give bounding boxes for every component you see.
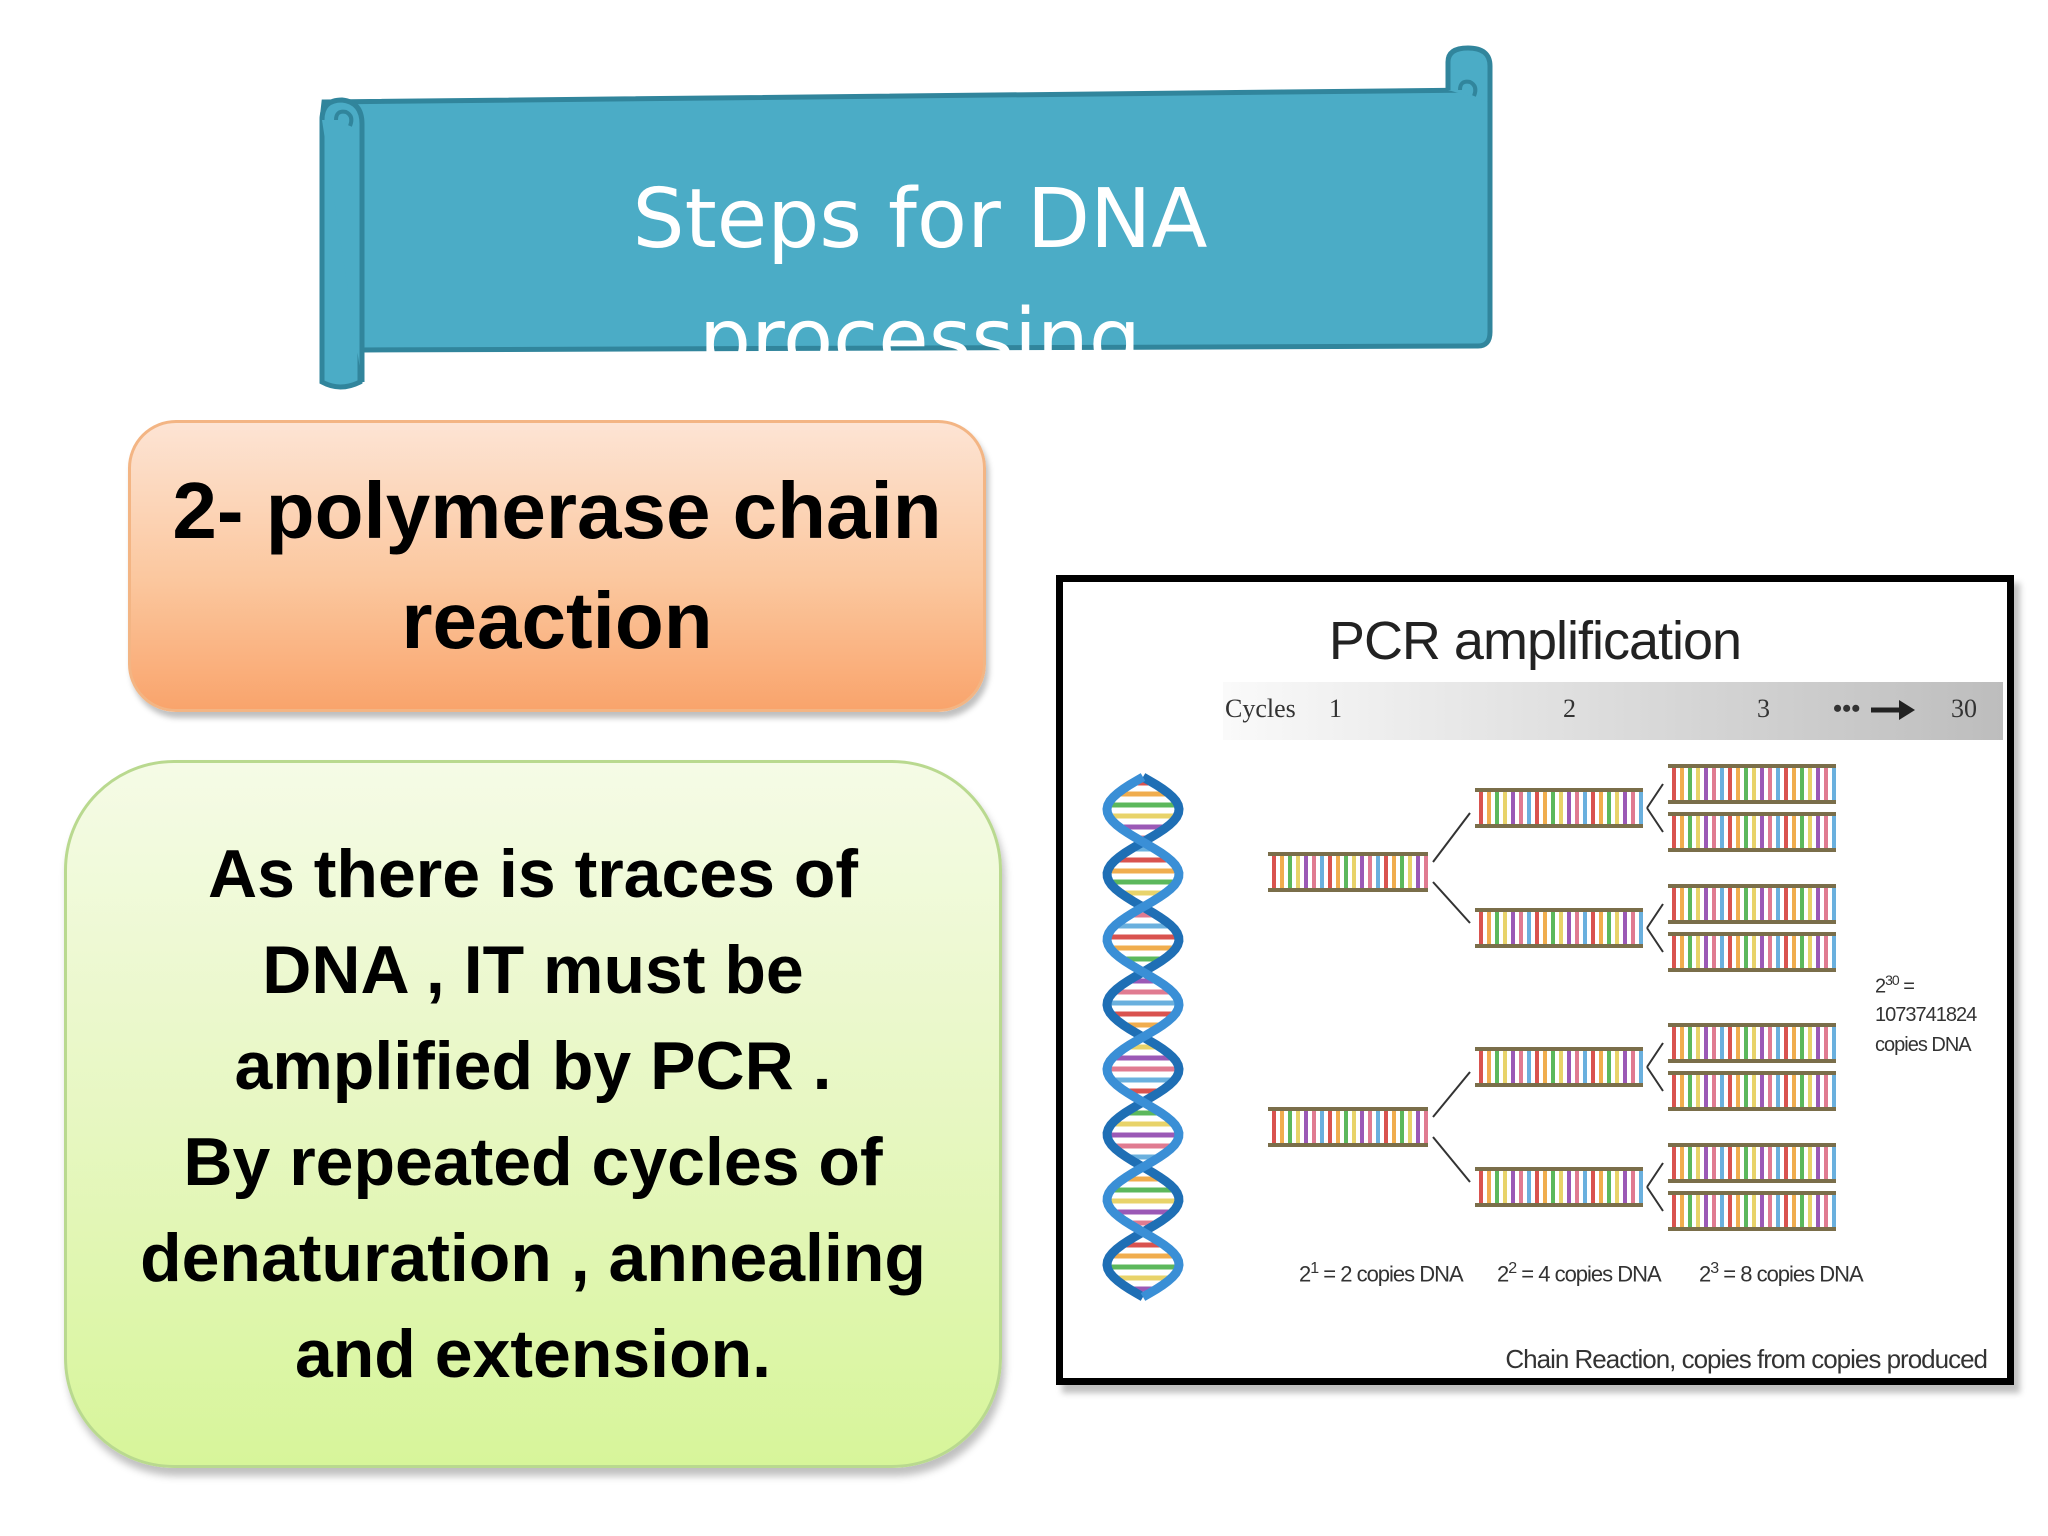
cycles-label: Cycles xyxy=(1225,694,1296,723)
cycle-mark: 30 xyxy=(1951,694,1977,723)
dna-strand-icon xyxy=(1268,1107,1428,1147)
cycle-mark: 2 xyxy=(1563,694,1576,723)
dna-strand-icon xyxy=(1268,852,1428,892)
dna-strand-icon xyxy=(1668,1071,1836,1111)
branch-line xyxy=(1646,1186,1664,1212)
figure-title: PCR amplification xyxy=(1328,611,1742,671)
copies-label: 22 = 4 copies DNA xyxy=(1497,1260,1662,1287)
copies-label: 23 = 8 copies DNA xyxy=(1699,1260,1864,1287)
branch-line xyxy=(1432,1136,1471,1183)
dna-strand-icon xyxy=(1668,1023,1836,1063)
copies-label: 21 = 2 copies DNA xyxy=(1299,1260,1464,1287)
dna-strand-icon xyxy=(1668,1191,1836,1231)
dna-strand-icon xyxy=(1475,1167,1643,1207)
body-line: amplified by PCR . xyxy=(234,1028,832,1104)
figure-caption: Chain Reaction, copies from copies produ… xyxy=(1505,1344,1988,1374)
cycle-mark: 3 xyxy=(1757,694,1770,723)
dna-copies xyxy=(1268,764,1836,1231)
branch-line xyxy=(1646,807,1664,833)
body-line: As there is traces of xyxy=(207,836,859,912)
pcr-figure: PCR amplification Cycles 1 2 3 ••• 30 21… xyxy=(1056,575,2014,1385)
dna-strand-icon xyxy=(1475,1047,1643,1087)
helix-strand xyxy=(1102,773,1184,1301)
heading-line: reaction xyxy=(401,576,713,665)
cycle-mark: ••• xyxy=(1833,694,1861,723)
body-line: denaturation , annealing xyxy=(140,1220,926,1296)
branch-line xyxy=(1432,1071,1471,1118)
branch-line xyxy=(1646,903,1664,929)
total-copies-number: 1073741824 xyxy=(1875,1004,1977,1026)
total-copies-formula: 230 = xyxy=(1875,972,1915,998)
heading-box: 2- polymerase chain reaction xyxy=(128,420,986,712)
body-line: By repeated cycles of xyxy=(183,1124,883,1200)
dna-strand-icon xyxy=(1668,884,1836,924)
cycle-mark: 1 xyxy=(1329,694,1342,723)
dna-strand-icon xyxy=(1668,812,1836,852)
dna-strand-icon xyxy=(1668,932,1836,972)
branch-line xyxy=(1646,1042,1664,1068)
branch-line xyxy=(1646,783,1664,809)
pcr-diagram xyxy=(1102,682,2003,1301)
dna-helix-icon xyxy=(1102,773,1184,1301)
branch-line xyxy=(1646,927,1664,953)
dna-strand-icon xyxy=(1668,1143,1836,1183)
branch-line xyxy=(1432,881,1471,924)
body-line: DNA , IT must be xyxy=(262,932,804,1008)
branch-line xyxy=(1646,1066,1664,1092)
arrow-right-icon xyxy=(1871,700,1915,720)
dna-strand-icon xyxy=(1475,908,1643,948)
branch-line xyxy=(1432,812,1471,863)
body-line: and extension. xyxy=(294,1316,772,1392)
heading-text: 2- polymerase chain reaction xyxy=(172,456,941,676)
title-banner xyxy=(319,45,1493,390)
body-box: As there is traces of DNA , IT must be a… xyxy=(64,760,1002,1468)
heading-line: 2- polymerase chain xyxy=(172,466,942,555)
total-copies-unit: copies DNA xyxy=(1875,1034,1972,1056)
branch-line xyxy=(1646,1162,1664,1188)
dna-strand-icon xyxy=(1668,764,1836,804)
dna-strand-icon xyxy=(1475,788,1643,828)
banner-title: Steps for DNA processing xyxy=(632,172,1208,387)
